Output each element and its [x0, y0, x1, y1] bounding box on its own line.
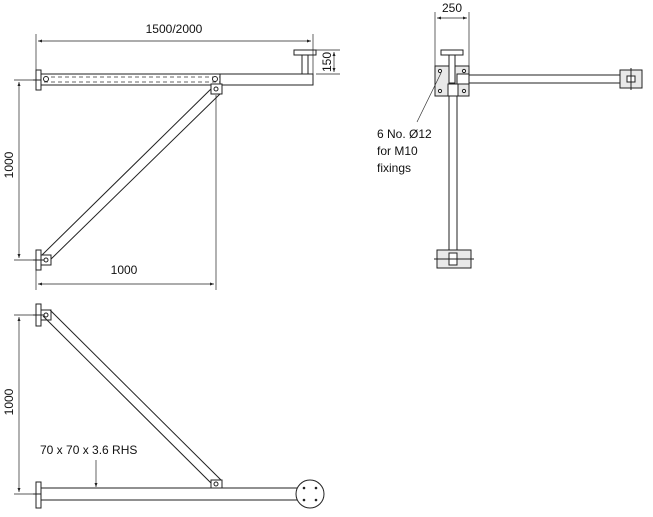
plan-view: 250 6 No. Ø12 for M10 fixings	[377, 1, 643, 269]
plan-arm-horizontal	[456, 74, 628, 84]
horizontal-arm	[40, 73, 314, 86]
fixings-note-2: for M10	[377, 144, 418, 158]
front-elevation-view: 1000 70 x 70 x 3.6 RHS	[2, 303, 325, 509]
diagonal-strut-edge-b	[47, 92, 222, 263]
fixings-note-3: fixings	[377, 161, 411, 175]
section-label: 70 x 70 x 3.6 RHS	[40, 443, 137, 457]
rhs-member	[40, 487, 302, 501]
end-post-cap	[293, 49, 317, 56]
lower-diagonal-strut-b	[49, 309, 222, 481]
end-disc	[295, 479, 325, 509]
diagonal-strut-edge-a	[40, 85, 215, 257]
dim-label-bottom-vertical: 1000	[2, 388, 16, 415]
plan-arm-vertical	[448, 85, 458, 255]
dim-label-left-vertical: 1000	[2, 151, 16, 178]
fixings-leader	[416, 72, 442, 123]
dim-label-left-horizontal: 1000	[111, 263, 138, 277]
dim-label-plan-width: 250	[442, 1, 462, 15]
dim-label-height: 150	[320, 52, 334, 72]
side-elevation-view: 1500/2000 150 1000 1000	[2, 22, 340, 290]
lower-diagonal-strut-a	[42, 315, 215, 487]
end-post	[301, 54, 309, 75]
fixings-note-1: 6 No. Ø12	[377, 127, 432, 141]
dim-label-span: 1500/2000	[146, 22, 203, 36]
